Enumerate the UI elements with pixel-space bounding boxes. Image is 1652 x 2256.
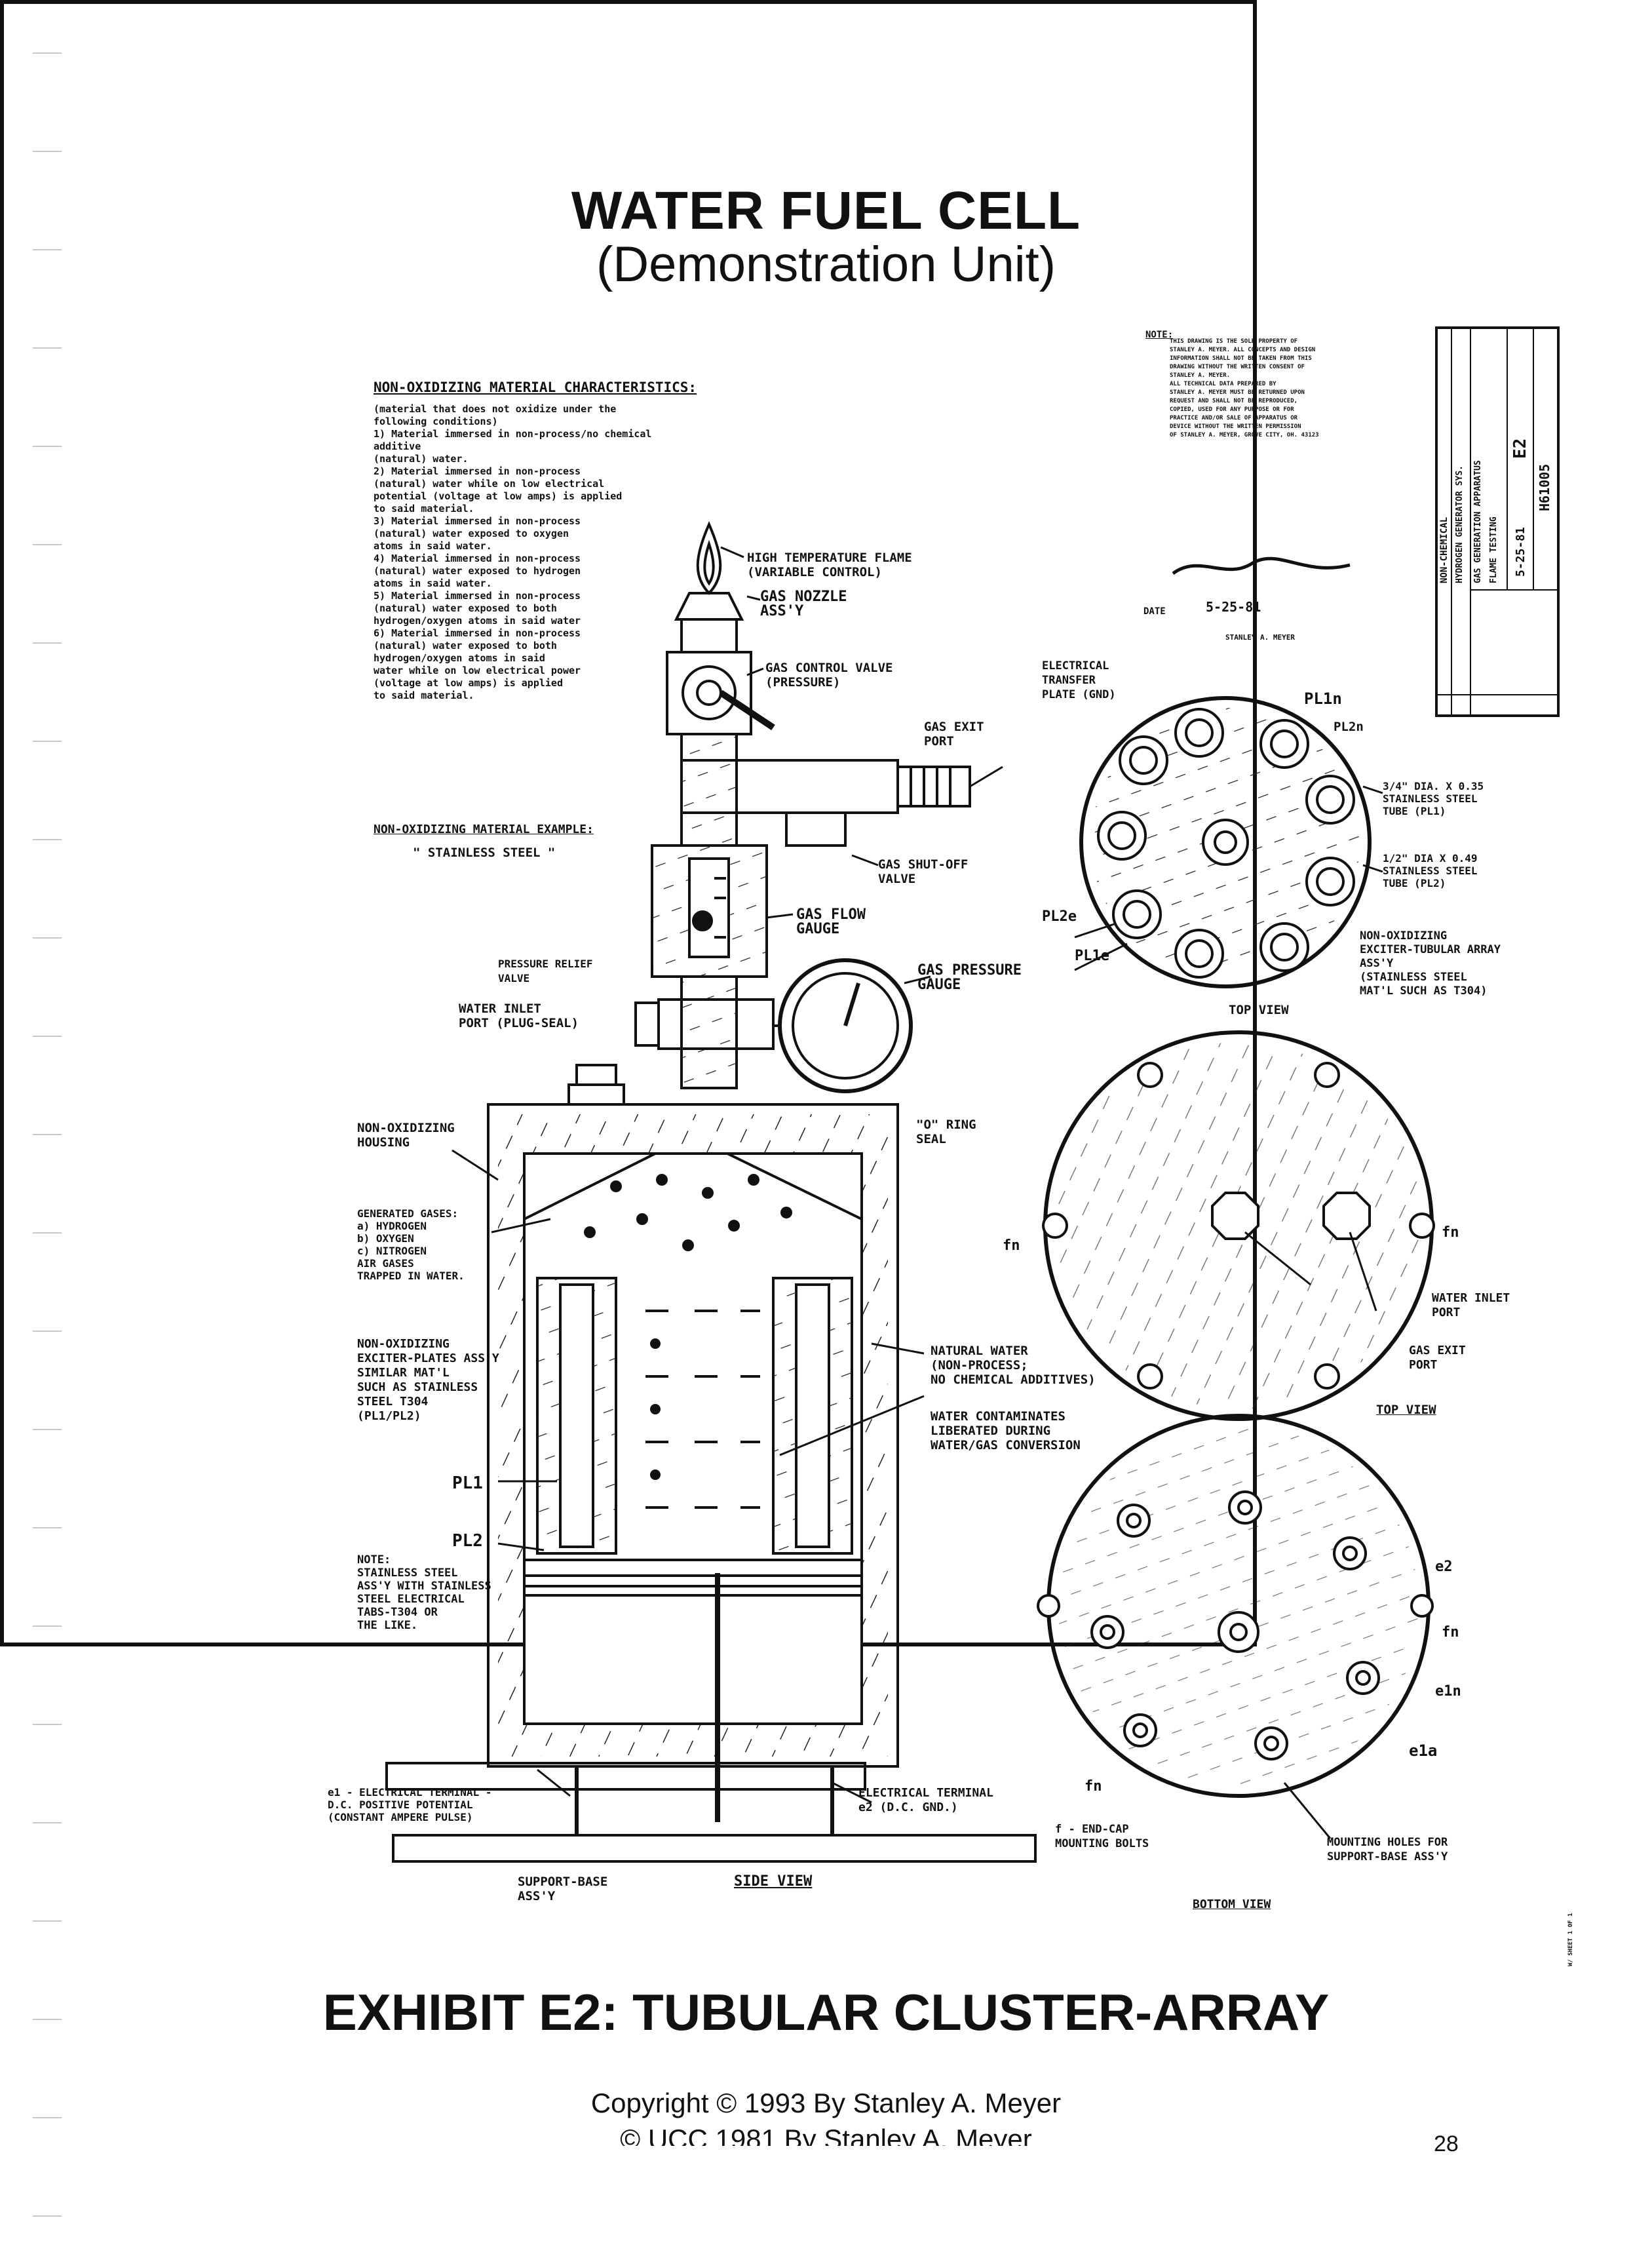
- material-example-body: " STAINLESS STEEL ": [413, 846, 556, 860]
- label-generated-gases: GENERATED GASES: a) HYDROGEN b) OXYGEN c…: [357, 1207, 465, 1282]
- label-terminal-ground: ELECTRICAL TERMINAL e2 (D.C. GND.): [858, 1786, 993, 1814]
- title-block-date-label: DATE: [1143, 606, 1166, 617]
- title-block-company: STANLEY A. MEYER: [1225, 633, 1295, 642]
- title-block-date-value: 5-25-81: [1206, 599, 1261, 615]
- page-subtitle: (Demonstration Unit): [596, 237, 1056, 292]
- label-natural-water: NATURAL WATER (NON-PROCESS; NO CHEMICAL …: [931, 1344, 1096, 1387]
- label-note: NOTE: STAINLESS STEEL ASS'Y WITH STAINLE…: [357, 1553, 491, 1632]
- label-flame: HIGH TEMPERATURE FLAME (VARIABLE CONTROL…: [747, 551, 912, 579]
- label-transfer-plate: ELECTRICAL TRANSFER PLATE (GND): [1042, 659, 1116, 701]
- label-exciter-tubular-array: NON-OXIDIZING EXCITER-TUBULAR ARRAY ASS'…: [1360, 929, 1501, 998]
- label-gas-flow-gauge: GAS FLOW GAUGE: [796, 906, 866, 937]
- label-pl1n: PL1n: [1304, 690, 1342, 708]
- label-gas-nozzle: GAS NOZZLE ASS'Y: [760, 589, 847, 619]
- label-pressure-relief-valve: PRESSURE RELIEF VALVE: [498, 958, 593, 984]
- label-terminal-positive: e1 - ELECTRICAL TERMINAL - D.C. POSITIVE…: [328, 1786, 492, 1823]
- label-fn-cap: fn: [1085, 1778, 1102, 1795]
- copyright-line-2: © UCC 1981 By Stanley A. Meyer: [620, 2124, 1032, 2146]
- title-block-col2: HYDROGEN GENERATOR SYS.: [1455, 465, 1465, 583]
- label-tube-pl2: 1/2" DIA X 0.49 STAINLESS STEEL TUBE (PL…: [1383, 852, 1478, 889]
- label-tube-pl1: 3/4" DIA. X 0.35 STAINLESS STEEL TUBE (P…: [1383, 780, 1484, 817]
- label-housing: NON-OXIDIZING HOUSING: [357, 1121, 455, 1150]
- page-number: 28: [1434, 2131, 1459, 2156]
- label-bottom-view: BOTTOM VIEW: [1193, 1897, 1271, 1911]
- title-block-margin-code: W/ SHEET 1 OF 1: [1567, 1913, 1574, 1966]
- title-block-drawing-no: E2: [1510, 438, 1530, 459]
- label-pl2n: PL2n: [1334, 720, 1364, 734]
- label-pl2: PL2: [452, 1531, 483, 1551]
- label-fn-bottom: fn: [1442, 1624, 1459, 1641]
- label-top-view-2: TOP VIEW: [1376, 1403, 1436, 1417]
- label-e1n: e1n: [1435, 1683, 1461, 1700]
- label-e2: e2: [1435, 1559, 1453, 1575]
- label-pl1: PL1: [452, 1473, 483, 1493]
- title-block-col3: GAS GENERATION APPARATUS: [1473, 460, 1483, 583]
- label-gas-pressure-gauge: GAS PRESSURE GAUGE: [917, 962, 1022, 993]
- label-gas-exit-port-2: GAS EXIT PORT: [1409, 1344, 1466, 1372]
- label-gas-control-valve: GAS CONTROL VALVE (PRESSURE): [765, 661, 893, 690]
- label-end-cap: f - END-CAP MOUNTING BOLTS: [1055, 1823, 1149, 1850]
- title-block-date-box: 5-25-81: [1514, 527, 1527, 577]
- label-gas-shutoff-valve: GAS SHUT-OFF VALVE: [878, 857, 969, 886]
- label-side-view: SIDE VIEW: [734, 1873, 813, 1890]
- label-water-inlet-port: WATER INLET PORT (PLUG-SEAL): [459, 1002, 579, 1030]
- material-characteristics-body: (material that does not oxidize under th…: [374, 403, 652, 701]
- label-fn-left: fn: [1003, 1237, 1020, 1254]
- label-support-base: SUPPORT-BASE ASS'Y: [518, 1875, 608, 1903]
- label-o-ring: "O" RING SEAL: [916, 1118, 976, 1146]
- material-characteristics-title: NON-OXIDIZING MATERIAL CHARACTERISTICS:: [374, 379, 697, 395]
- title-block-number: H61005: [1537, 463, 1552, 511]
- label-pl1e: PL1e: [1075, 948, 1109, 964]
- title-block-proprietary: THIS DRAWING IS THE SOLE PROPERTY OF STA…: [1170, 338, 1319, 438]
- page-title: WATER FUEL CELL: [571, 181, 1081, 241]
- title-block-col4: FLAME TESTING: [1489, 516, 1499, 583]
- label-exciter-plates: NON-OXIDIZING EXCITER-PLATES ASS'Y SIMIL…: [357, 1337, 499, 1423]
- title-block-note-head: NOTE:: [1145, 330, 1174, 340]
- label-fn-right: fn: [1442, 1224, 1459, 1241]
- label-gas-exit-port: GAS EXIT PORT: [924, 720, 984, 749]
- label-pl2e: PL2e: [1042, 908, 1077, 925]
- material-example-title: NON-OXIDIZING MATERIAL EXAMPLE:: [374, 823, 594, 836]
- copyright-line-1: Copyright © 1993 By Stanley A. Meyer: [590, 2088, 1062, 2118]
- label-water-inlet-port-2: WATER INLET PORT: [1432, 1291, 1510, 1319]
- exhibit-caption: EXHIBIT E2: TUBULAR CLUSTER-ARRAY: [322, 1983, 1330, 2041]
- label-mounting-holes: MOUNTING HOLES FOR SUPPORT-BASE ASS'Y: [1327, 1836, 1448, 1863]
- label-top-view-1: TOP VIEW: [1229, 1003, 1289, 1017]
- label-e1a: e1a: [1409, 1741, 1438, 1760]
- title-block-col1: NON-CHEMICAL: [1439, 516, 1450, 583]
- label-contaminates: WATER CONTAMINATES LIBERATED DURING WATE…: [931, 1409, 1081, 1452]
